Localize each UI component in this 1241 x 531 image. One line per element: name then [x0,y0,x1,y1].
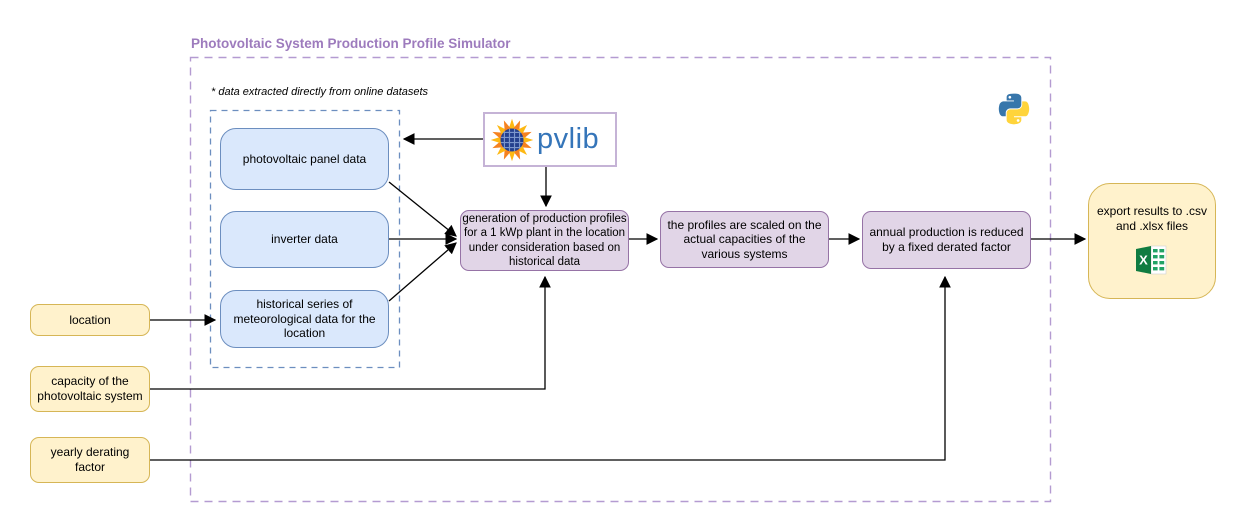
sun-solar-panel-icon [490,118,534,161]
node-export-results: export results to .csv and .xlsx files X [1088,183,1216,299]
node-meteo-data: historical series of meteorological data… [220,290,389,348]
node-label: the profiles are scaled on the actual ca… [667,217,822,261]
node-scaling-process: the profiles are scaled on the actual ca… [660,211,829,268]
excel-icon: X [1136,245,1167,274]
node-label: location [69,312,111,327]
arrow-meteo-to-generation [388,242,457,302]
node-label: yearly derating factor [50,445,130,474]
node-label: capacity of the photovoltaic system [37,374,143,403]
node-label: photovoltaic panel data [242,151,367,166]
data-source-note: * data extracted directly from online da… [211,86,429,98]
node-input-capacity: capacity of the photovoltaic system [30,366,150,412]
node-photovoltaic-panel-data: photovoltaic panel data [220,128,389,190]
python-logo-icon [998,93,1030,125]
arrow-panel-to-generation [388,181,457,237]
node-derating-process: annual production is reduced by a fixed … [862,211,1031,269]
pvlib-logo: pvlib [483,112,617,167]
node-generation-process: generation of production profiles for a … [460,210,629,271]
node-label: inverter data [271,232,338,247]
node-label: annual production is reduced by a fixed … [869,225,1024,254]
svg-text:X: X [1139,252,1148,267]
node-label: export results to .csv and .xlsx files [1096,204,1208,233]
node-input-location: location [30,304,150,336]
node-label: generation of production profiles for a … [462,213,627,268]
simulator-boundary [189,56,1052,503]
node-label: historical series of meteorological data… [233,297,376,341]
node-input-derating-factor: yearly derating factor [30,437,150,483]
page-title: Photovoltaic System Production Profile S… [191,36,511,51]
node-inverter-data: inverter data [220,211,389,268]
pvlib-wordmark: pvlib [537,123,600,155]
